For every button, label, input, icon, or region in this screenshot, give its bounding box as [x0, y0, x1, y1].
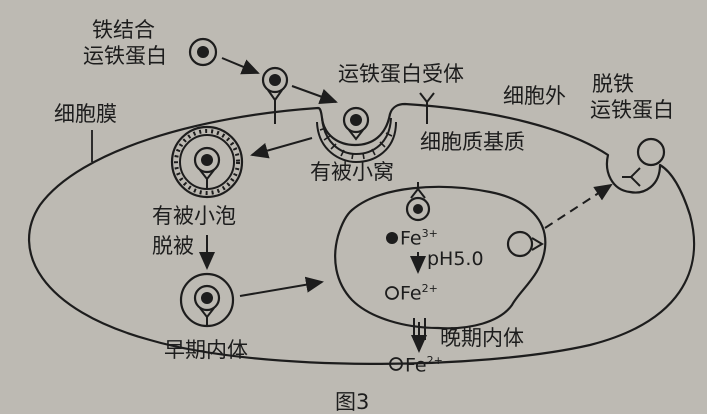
label-ph: pH5.0 [427, 248, 484, 270]
coated-vesicle [170, 125, 244, 199]
label-apo-1: 脱铁 [592, 72, 634, 96]
fe2-charge: 2+ [421, 282, 438, 295]
early-endosome [179, 272, 235, 328]
transferrin-at-late-endosome [405, 182, 431, 222]
arrow-to-vesicle [250, 137, 313, 159]
arrow-to-pit [291, 85, 338, 105]
apo-transferrin-released [622, 137, 666, 187]
fe3-symbol: Fe [400, 227, 422, 250]
apo-transferrin-in-endosome [506, 230, 544, 258]
label-outside: 细胞外 [503, 84, 566, 108]
fe2b-symbol: Fe [405, 354, 427, 377]
fe2-symbol: Fe [400, 282, 422, 305]
label-uncoat: 脱被 [152, 234, 194, 258]
label-fe2-cytosol: Fe2+ [405, 355, 443, 375]
arrow-bind [221, 57, 260, 75]
iron-transferrin-in-pit [342, 106, 370, 141]
label-fe3: Fe3+ [400, 228, 438, 248]
fe2b-charge: 2+ [426, 354, 443, 367]
figure-caption: 图3 [335, 390, 370, 414]
label-receptor: 运铁蛋白受体 [338, 62, 464, 86]
coated-pit-coat [316, 117, 397, 164]
label-membrane: 细胞膜 [54, 102, 117, 126]
label-iron-transferrin-1: 铁结合 [92, 18, 155, 42]
label-matrix: 细胞质基质 [420, 130, 525, 154]
fe3-charge: 3+ [421, 227, 438, 240]
label-early-endosome: 早期内体 [164, 338, 248, 362]
iron-transferrin-bound [261, 66, 289, 124]
label-late-endosome: 晚期内体 [440, 326, 524, 350]
fe3-dot [386, 232, 398, 244]
label-coated-pit: 有被小窝 [310, 160, 394, 184]
cell-membrane [27, 102, 696, 365]
transferrin-receptor [419, 92, 435, 124]
arrow-recycle [544, 183, 613, 229]
arrow-to-late-endosome [239, 276, 324, 297]
iron-transferrin-free [188, 37, 218, 67]
label-fe2: Fe2+ [400, 283, 438, 303]
fe2-dot [385, 286, 399, 300]
label-apo-2: 运铁蛋白 [590, 98, 674, 122]
fe2-dot-cytosol [389, 357, 403, 371]
label-coated-vesicle: 有被小泡 [152, 204, 236, 228]
late-endosome-membrane [334, 185, 547, 330]
label-iron-transferrin-2: 运铁蛋白 [83, 44, 167, 68]
